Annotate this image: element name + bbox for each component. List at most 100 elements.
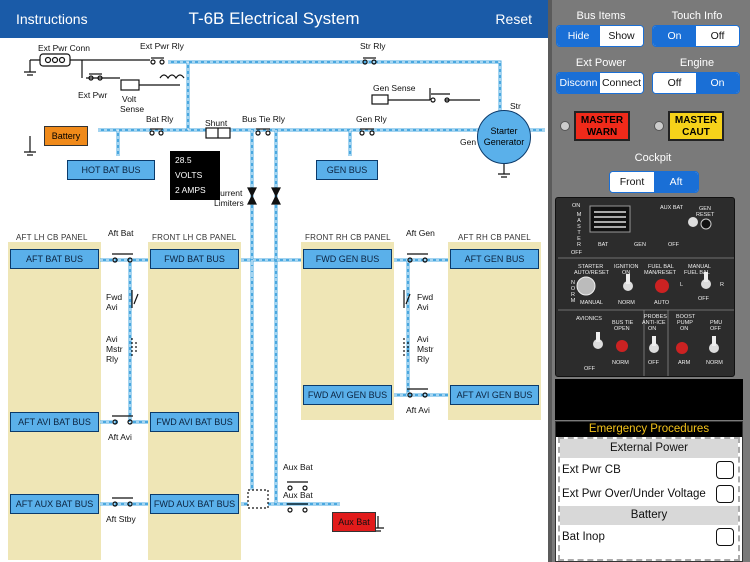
- aft-avi-bat-bus[interactable]: AFT AVI BAT BUS: [10, 412, 99, 432]
- procedure-checkbox[interactable]: [716, 461, 734, 479]
- fwd-avi-bat-bus-label: FWD AVI BAT BUS: [156, 417, 233, 427]
- cp-gen: GEN: [634, 242, 646, 248]
- top-bar: Instructions T-6B Electrical System Rese…: [0, 0, 548, 38]
- fwd-bat-bus[interactable]: FWD BAT BUS: [150, 249, 239, 269]
- master-caut-line2: CAUT: [682, 127, 710, 138]
- bus-items-toggle[interactable]: Hide Show: [556, 25, 644, 47]
- gen-bus[interactable]: GEN BUS: [316, 160, 378, 180]
- fwd-avi-right-label-1: Fwd: [417, 292, 434, 302]
- procedure-checkbox[interactable]: [716, 485, 734, 503]
- cp-off2: OFF: [668, 242, 679, 248]
- fwd-aux-bat-bus[interactable]: FWD AUX BAT BUS: [150, 494, 239, 514]
- procedure-checkbox[interactable]: [716, 528, 734, 546]
- engine-toggle[interactable]: Off On: [652, 72, 740, 94]
- cp-probes: PROBES: [644, 314, 667, 320]
- gen-bus-label: GEN BUS: [326, 165, 368, 175]
- master-warn-line2: WARN: [586, 127, 618, 138]
- front-rh-panel-title: FRONT RH CB PANEL: [305, 233, 391, 242]
- battery-label: Battery: [51, 131, 81, 141]
- fwd-avi-gen-bus[interactable]: FWD AVI GEN BUS: [303, 385, 392, 405]
- cp-probes-off: OFF: [648, 360, 659, 366]
- ext-pwr-conn-label: Ext Pwr Conn: [38, 43, 90, 53]
- fwd-gen-bus[interactable]: FWD GEN BUS: [303, 249, 392, 269]
- procedure-item[interactable]: Ext Pwr CB: [560, 458, 738, 482]
- cp-pmu: PMU: [710, 320, 723, 326]
- fwd-avi-gen-bus-label: FWD AVI GEN BUS: [307, 390, 388, 400]
- cp-l: L: [680, 282, 684, 288]
- cockpit-front[interactable]: Front: [610, 172, 654, 192]
- bat-rly-label: Bat Rly: [146, 114, 174, 124]
- avi-mstr-rly-label-2: Mstr: [106, 344, 123, 354]
- cp-pmu-off: OFF: [710, 326, 721, 332]
- ext-power-label: Ext Power: [575, 57, 627, 69]
- gen-rly-label: Gen Rly: [356, 114, 387, 124]
- aft-bat-bus-label: AFT BAT BUS: [25, 254, 83, 264]
- cp-off: OFF: [571, 250, 582, 256]
- cockpit-toggle[interactable]: Front Aft: [609, 171, 699, 193]
- cp-auto: AUTO: [654, 300, 670, 306]
- aft-gen-label: Aft Gen: [406, 228, 435, 238]
- panel-divider: [548, 0, 552, 562]
- cp-bat: BAT: [598, 242, 609, 248]
- aft-bat-bus[interactable]: AFT BAT BUS: [10, 249, 99, 269]
- reset-button[interactable]: Reset: [495, 11, 532, 27]
- aft-aux-bat-bus[interactable]: AFT AUX BAT BUS: [10, 494, 99, 514]
- cockpit-label: Cockpit: [634, 152, 672, 164]
- aft-gen-bus[interactable]: AFT GEN BUS: [450, 249, 539, 269]
- cp-fuel-bal: FUEL BAL: [648, 264, 674, 270]
- battery[interactable]: Battery: [44, 126, 88, 146]
- cp-arm: ARM: [678, 360, 691, 366]
- fwd-avi-bat-bus[interactable]: FWD AVI BAT BUS: [150, 412, 239, 432]
- master-warn-line1: MASTER: [580, 115, 624, 126]
- procedure-item[interactable]: Bat Inop: [560, 525, 738, 549]
- aft-rh-panel-title: AFT RH CB PANEL: [458, 233, 531, 242]
- aft-avi-gen-bus[interactable]: AFT AVI GEN BUS: [450, 385, 539, 405]
- hot-bat-bus[interactable]: HOT BAT BUS: [67, 160, 155, 180]
- avi-mstr-rly-label-3: Rly: [106, 354, 119, 364]
- volt-sense-label-1: Volt: [122, 94, 137, 104]
- fwd-gen-bus-label: FWD GEN BUS: [315, 254, 380, 264]
- cp-aux-bat[interactable]: AUX BAT: [660, 205, 684, 211]
- avi-mstr-rly-right-label-1: Avi: [417, 334, 429, 344]
- aux-battery[interactable]: Aux Bat: [332, 512, 376, 532]
- cp-pump: PUMP: [677, 320, 693, 326]
- ext-pwr-label: Ext Pwr: [78, 90, 108, 100]
- procedure-item[interactable]: Ext Pwr Over/Under Voltage: [560, 482, 738, 506]
- front-lh-panel-title: FRONT LH CB PANEL: [152, 233, 237, 242]
- cp-gen-reset[interactable]: GEN RESET: [696, 206, 715, 218]
- aft-bat-label: Aft Bat: [108, 228, 134, 238]
- instructions-button[interactable]: Instructions: [16, 11, 88, 27]
- ext-power-toggle[interactable]: Disconn Connect: [556, 72, 644, 94]
- engine-off[interactable]: Off: [653, 73, 696, 93]
- procedure-label: Ext Pwr Over/Under Voltage: [562, 488, 706, 500]
- fwd-bat-bus-label: FWD BAT BUS: [164, 254, 225, 264]
- cp-pmu-norm: NORM: [706, 360, 723, 366]
- ext-power-disconn[interactable]: Disconn: [557, 73, 600, 93]
- cockpit-aft[interactable]: Aft: [654, 172, 698, 192]
- touch-info-on[interactable]: On: [653, 26, 696, 46]
- bus-items-label: Bus Items: [576, 10, 626, 22]
- page-title: T-6B Electrical System: [188, 9, 360, 28]
- cockpit-panel-art: [558, 205, 734, 376]
- cp-norm2: NORM: [612, 360, 629, 366]
- ext-power-connect[interactable]: Connect: [600, 73, 643, 93]
- touch-info-off[interactable]: Off: [696, 26, 739, 46]
- emergency-list: External Power Ext Pwr CB Ext Pwr Over/U…: [558, 437, 740, 561]
- bus-items-show[interactable]: Show: [600, 26, 643, 46]
- cp-ignition: IGNITION: [614, 264, 639, 270]
- aft-avi-right-label: Aft Avi: [406, 405, 430, 415]
- master-caut-button[interactable]: MASTER CAUT: [668, 111, 724, 141]
- cockpit-switch-panel: ON MASTER OFF BAT GEN AUX BAT OFF GEN RE…: [555, 197, 735, 377]
- cp-auto-reset: AUTO/RESET: [574, 270, 610, 276]
- starter-line2: Generator: [483, 137, 525, 147]
- volts-value: 28.5 VOLTS: [175, 155, 203, 180]
- cp-bp-on: ON: [680, 326, 689, 332]
- bus-items-hide[interactable]: Hide: [557, 26, 600, 46]
- fwd-avi-label-1: Fwd: [106, 292, 123, 302]
- touch-info-toggle[interactable]: On Off: [652, 25, 740, 47]
- emergency-procedures-panel: Emergency Procedures External Power Ext …: [555, 421, 743, 562]
- avi-mstr-rly-right-label-2: Mstr: [417, 344, 434, 354]
- master-warn-button[interactable]: MASTER WARN: [574, 111, 630, 141]
- engine-on[interactable]: On: [696, 73, 739, 93]
